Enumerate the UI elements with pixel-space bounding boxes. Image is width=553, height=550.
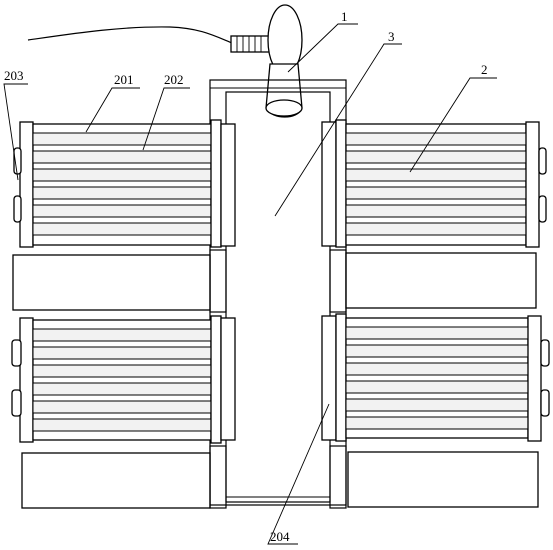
label-2: 2 (481, 62, 488, 77)
roller-module-right-bottom (321, 313, 550, 442)
plain-block-right-middle (345, 252, 537, 309)
roller-module-right-top (321, 119, 547, 248)
frame-side-right-bottom (329, 445, 347, 509)
label-202: 202 (164, 72, 184, 87)
roller-module-left-top (13, 119, 236, 248)
label-201: 201 (114, 72, 134, 87)
plain-block-right-bottom (347, 451, 539, 508)
label-203: 203 (4, 68, 24, 83)
label-1: 1 (341, 9, 348, 24)
cable (27, 26, 233, 44)
frame-side-left-middle (209, 249, 227, 313)
connector-plug (230, 35, 272, 53)
handle-part-1 (265, 4, 303, 118)
label-204: 204 (270, 529, 290, 544)
plain-block-left-bottom (21, 452, 211, 509)
leader-lines (3, 23, 497, 545)
plain-block-left-middle (12, 254, 211, 311)
label-3: 3 (388, 29, 395, 44)
roller-module-left-bottom (11, 315, 236, 444)
frame-side-right-middle (329, 249, 347, 313)
frame-side-left-bottom (209, 445, 227, 509)
